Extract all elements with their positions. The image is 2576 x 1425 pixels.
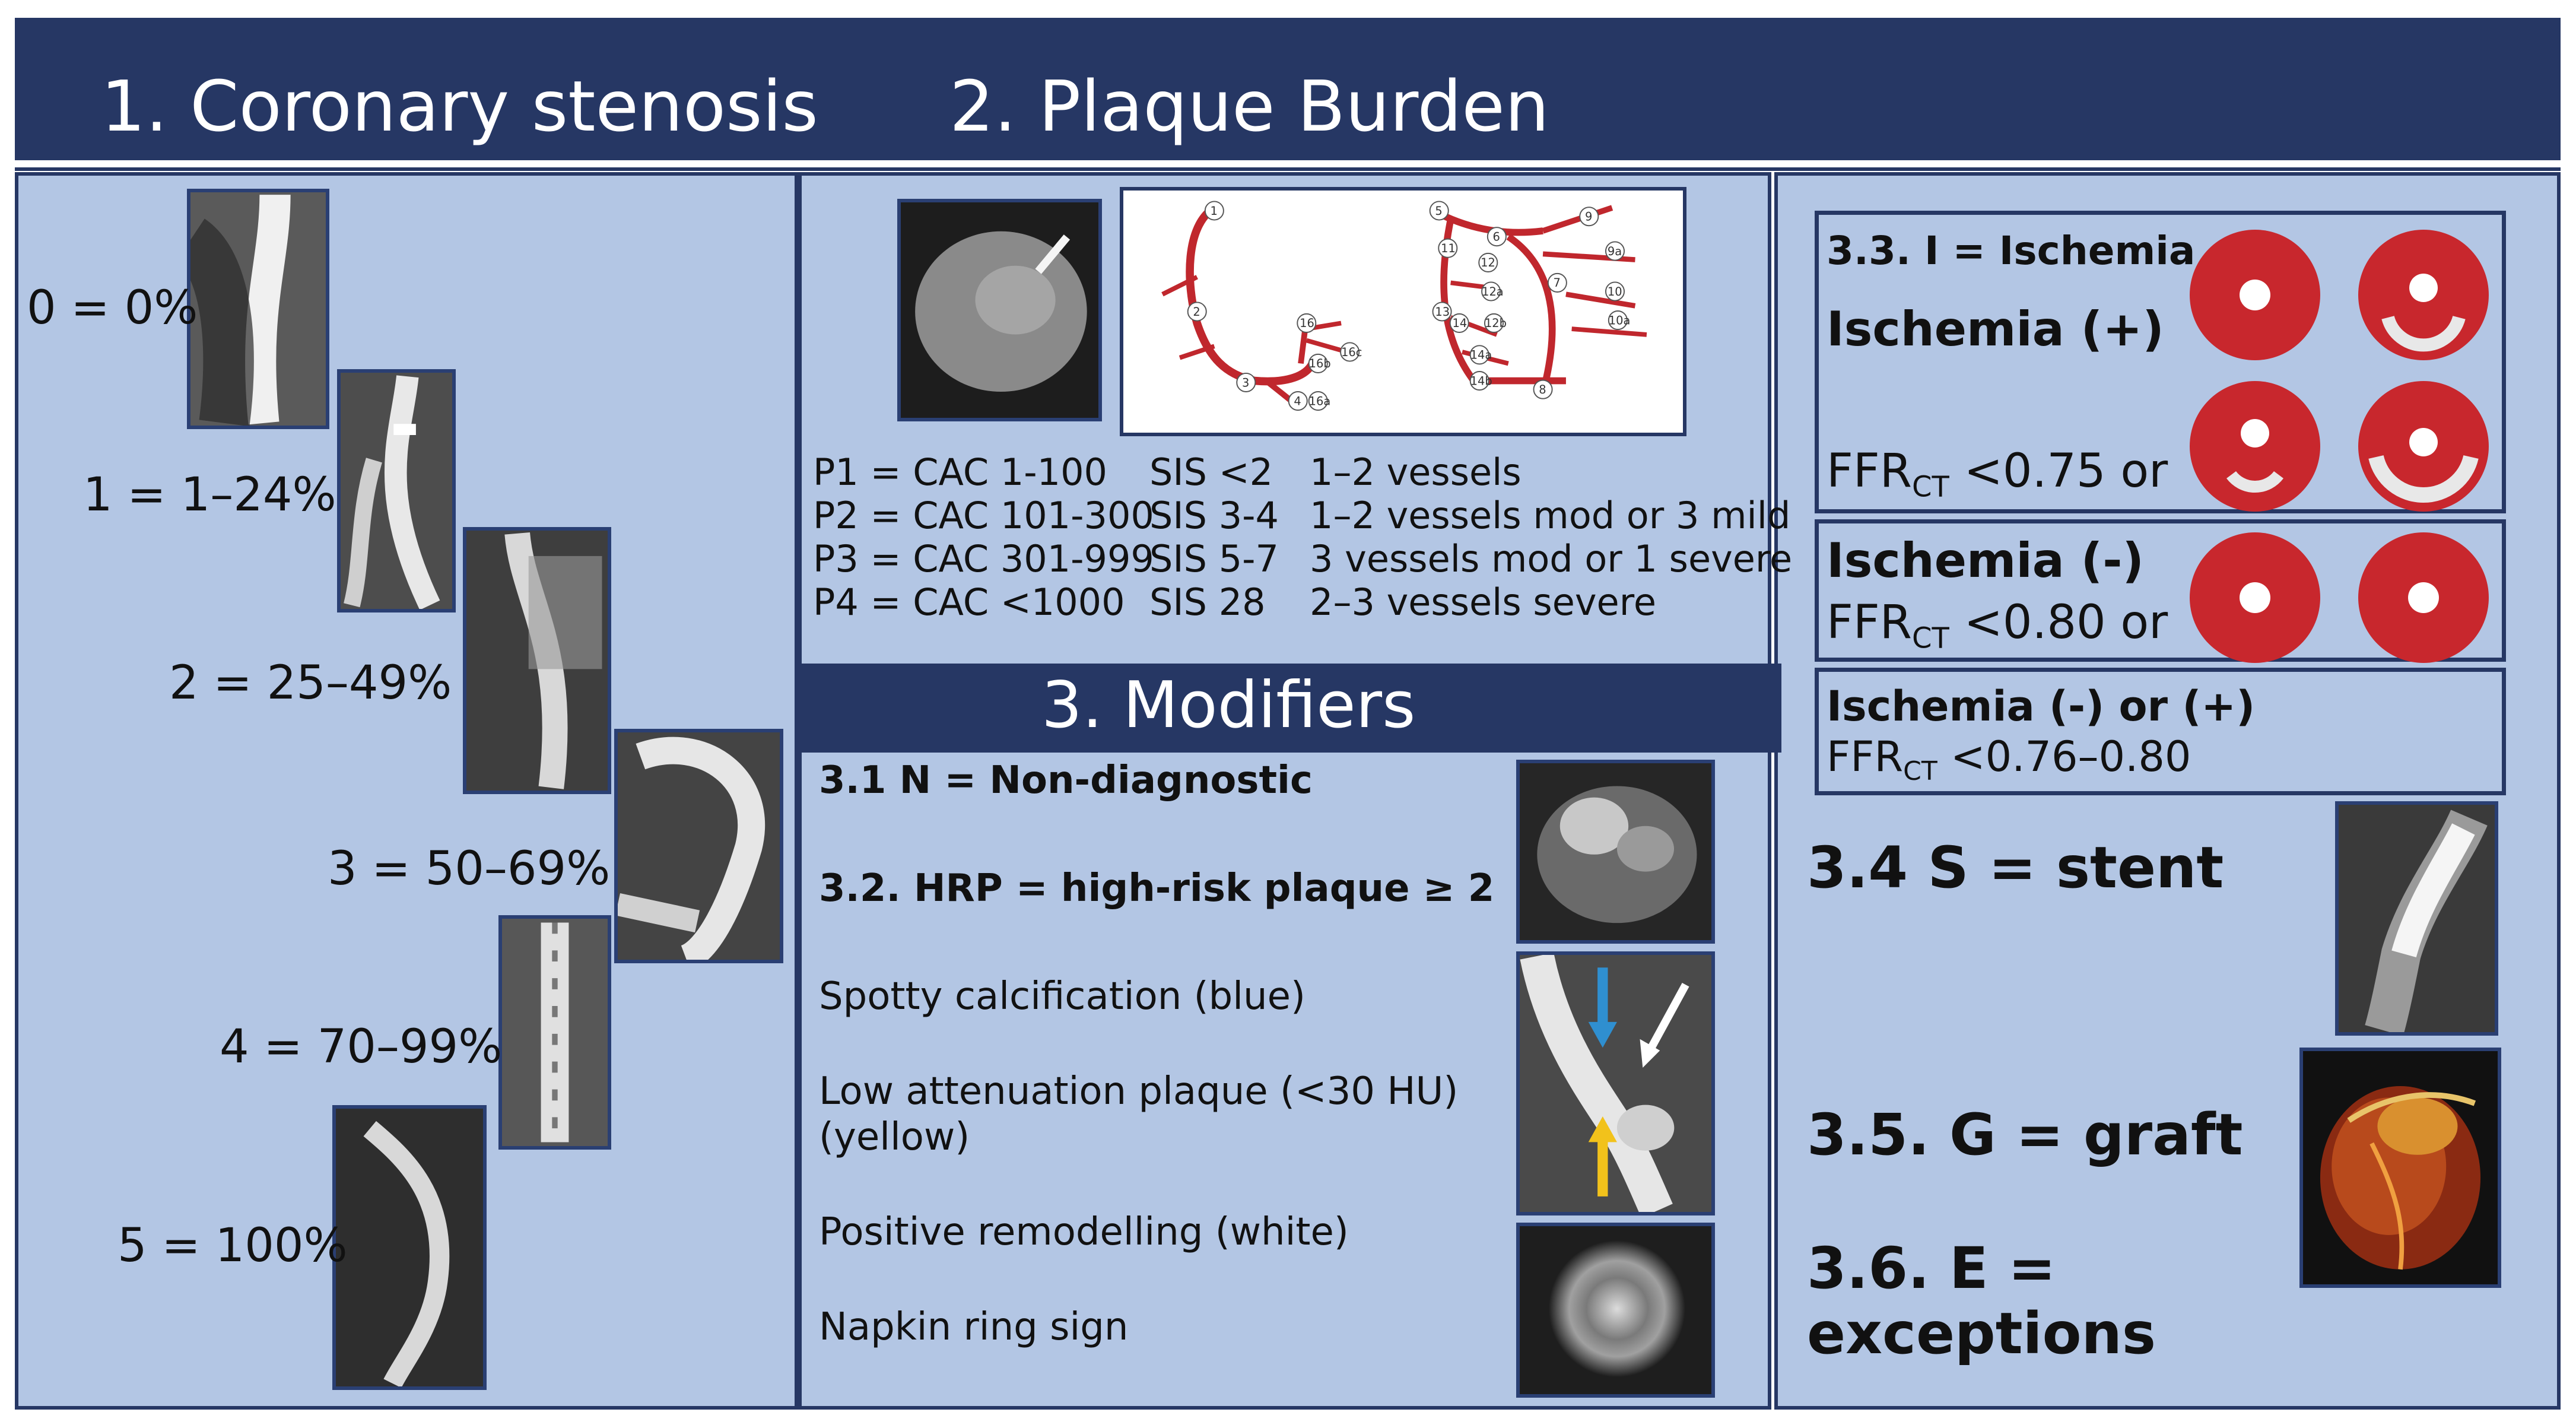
segment-16c: 16c xyxy=(1341,345,1362,359)
modifier-low-attenuation-2: (yellow) xyxy=(819,1115,970,1159)
segment-9: 9 xyxy=(1585,210,1592,224)
segment-14b: 14b xyxy=(1470,374,1492,388)
plaque-p2: P2 = CAC 101-300 xyxy=(813,494,1154,537)
segment-16b: 16b xyxy=(1309,357,1331,370)
ct-image-napkin-ring xyxy=(1516,1223,1715,1398)
segment-10a: 10a xyxy=(1609,313,1631,327)
modifier-positive-remodelling: Positive remodelling (white) xyxy=(819,1210,1349,1254)
ct-image-hrp-arrows xyxy=(1516,951,1715,1215)
segment-11: 11 xyxy=(1441,242,1456,255)
modifier-hrp: 3.2. HRP = high-risk plaque ≥ 2 xyxy=(819,867,1495,910)
segment-1: 1 xyxy=(1211,204,1218,218)
segment-16a: 16a xyxy=(1309,394,1331,408)
perfusion-disk-defect-2 xyxy=(2190,381,2320,512)
stenosis-label-5: 5 = 100% xyxy=(117,1219,348,1272)
ct-image-non-diagnostic xyxy=(1516,760,1715,944)
graft-label: 3.5. G = graft xyxy=(1807,1102,2243,1168)
ct-image-stenosis-0 xyxy=(187,189,329,429)
ct-image-stenosis-3 xyxy=(614,729,783,963)
ct-image-plaque xyxy=(897,199,1102,421)
segment-16: 16 xyxy=(1300,316,1314,330)
plaque-sis4: SIS 28 xyxy=(1149,580,1266,624)
header-coronary-stenosis: 1. Coronary stenosis xyxy=(101,65,818,147)
plaque-v3: 3 vessels mod or 1 severe xyxy=(1310,537,1793,580)
modifier-non-diagnostic: 3.1 N = Non-diagnostic xyxy=(819,758,1313,802)
plaque-sis3: SIS 5-7 xyxy=(1149,537,1279,580)
segment-6: 6 xyxy=(1493,230,1500,244)
ischemia-positive-box xyxy=(1815,211,2506,513)
ct-image-stenosis-1 xyxy=(337,369,456,612)
coronary-segment-diagram: 1 2 3 4 5 6 7 8 9 9a 10 10a 11 12 12a 12… xyxy=(1120,187,1686,436)
3d-heart-graft-image xyxy=(2299,1048,2501,1288)
ischemia-negative-box xyxy=(1815,519,2506,662)
modifier-napkin-ring: Napkin ring sign xyxy=(819,1305,1129,1349)
plaque-sis1: SIS <2 xyxy=(1149,450,1273,494)
perfusion-disk-normal-1 xyxy=(2190,230,2320,360)
segment-3: 3 xyxy=(1242,376,1249,389)
segment-4: 4 xyxy=(1294,394,1301,408)
modifiers-header-bar xyxy=(795,664,1781,753)
segment-12b: 12b xyxy=(1485,316,1507,330)
ischemia-either-label: Ischemia (-) or (+) xyxy=(1827,682,2256,731)
segment-8: 8 xyxy=(1539,383,1546,396)
plaque-v4: 2–3 vessels severe xyxy=(1310,580,1656,624)
segment-14a: 14a xyxy=(1470,348,1492,362)
plaque-p3: P3 = CAC 301-999 xyxy=(813,537,1154,580)
stenosis-label-1: 1 = 1–24% xyxy=(83,468,336,522)
plaque-p1: P1 = CAC 1-100 xyxy=(813,450,1107,494)
stenosis-label-2: 2 = 25–49% xyxy=(169,656,452,710)
ischemia-positive-ffr: FFRCT <0.75 or xyxy=(1827,445,2168,504)
segment-2: 2 xyxy=(1193,305,1200,319)
top-header-bar xyxy=(15,18,2561,160)
exceptions-label-1: 3.6. E = xyxy=(1807,1235,2056,1302)
exceptions-label-2: exceptions xyxy=(1807,1300,2156,1367)
ischemia-negative-ffr: FFRCT <0.80 or xyxy=(1827,596,2168,655)
perfusion-disk-normal-3 xyxy=(2358,532,2489,663)
header-plaque-burden: 2. Plaque Burden xyxy=(949,65,1549,147)
ischemia-negative-label: Ischemia (-) xyxy=(1827,533,2144,588)
ischemia-title: 3.3. I = Ischemia xyxy=(1827,228,2196,274)
header-underline xyxy=(15,160,2561,167)
modifier-spotty-calcification: Spotty calcification (blue) xyxy=(819,975,1306,1018)
stenosis-label-3: 3 = 50–69% xyxy=(328,842,611,896)
perfusion-disk-defect-1 xyxy=(2358,230,2489,360)
segment-7: 7 xyxy=(1554,276,1561,290)
segment-10: 10 xyxy=(1608,285,1622,299)
stent-label: 3.4 S = stent xyxy=(1807,834,2224,901)
ischemia-either-ffr: FFRCT <0.76–0.80 xyxy=(1827,732,2191,786)
ct-image-stenosis-4 xyxy=(498,915,611,1150)
segment-14: 14 xyxy=(1453,316,1468,330)
header-underline-2 xyxy=(15,167,2561,171)
ct-image-stenosis-5 xyxy=(332,1105,487,1390)
plaque-v1: 1–2 vessels xyxy=(1310,450,1522,494)
ct-image-stenosis-2 xyxy=(463,527,611,794)
segment-5: 5 xyxy=(1435,204,1442,218)
segment-9a: 9a xyxy=(1608,245,1622,258)
plaque-v2: 1–2 vessels mod or 3 mild xyxy=(1310,494,1791,537)
segment-12a: 12a xyxy=(1482,285,1504,299)
ischemia-either-box xyxy=(1815,668,2506,795)
plaque-p4: P4 = CAC <1000 xyxy=(813,580,1125,624)
stenosis-label-4: 4 = 70–99% xyxy=(220,1020,503,1074)
segment-12: 12 xyxy=(1481,256,1495,269)
perfusion-disk-normal-2 xyxy=(2190,532,2320,663)
ischemia-positive-label: Ischemia (+) xyxy=(1827,301,2164,357)
segment-13: 13 xyxy=(1435,305,1450,319)
ct-image-stent xyxy=(2335,801,2498,1036)
perfusion-disk-defect-3 xyxy=(2358,381,2489,512)
plaque-sis2: SIS 3-4 xyxy=(1149,494,1279,537)
modifier-low-attenuation-1: Low attenuation plaque (<30 HU) xyxy=(819,1069,1459,1113)
stenosis-label-0: 0 = 0% xyxy=(27,281,198,335)
header-modifiers: 3. Modifiers xyxy=(1041,668,1416,742)
